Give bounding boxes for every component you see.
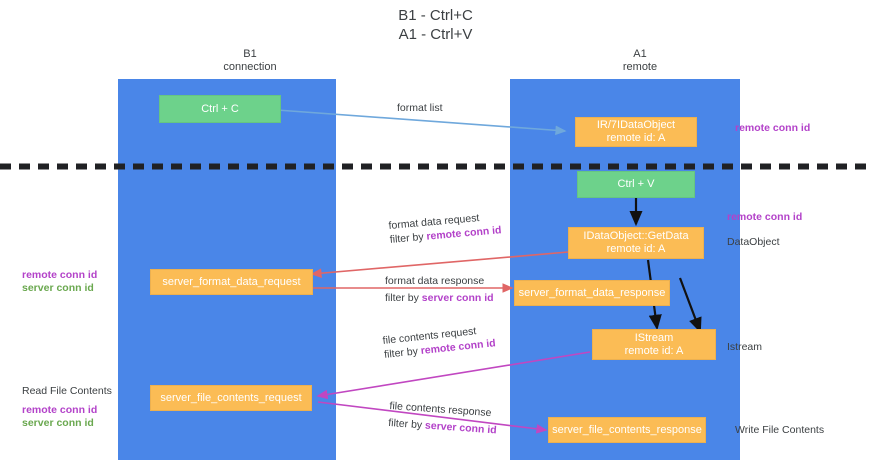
annotation-right-istream: Istream <box>727 341 763 353</box>
filter-prefix: filter by <box>385 292 422 304</box>
node-istream-line-1: IStream <box>634 331 674 344</box>
node-getdata-line-2: remote id: A <box>606 243 666 255</box>
edge-label-format-data-response: format data response filter by server co… <box>385 274 494 305</box>
annotation-left-server-conn-id-mid: server conn id <box>22 282 94 294</box>
annotation-right-write-file-contents: Write File Contents <box>735 424 825 436</box>
node-ctrl-v-label: Ctrl + V <box>617 178 655 190</box>
edge-label-format-list-text: format list <box>397 102 443 114</box>
filter-prefix: filter by <box>389 230 427 246</box>
node-ctrl-c[interactable]: Ctrl + C <box>159 95 281 123</box>
column-header-b1-role: connection <box>223 61 277 73</box>
node-server-format-data-response-label: server_format_data_response <box>518 286 666 299</box>
column-header-a1-name: A1 <box>633 48 647 60</box>
node-getdata-line-1: IDataObject::GetData <box>583 230 689 242</box>
annotation-right-dataobject: DataObject <box>727 236 780 248</box>
phase-divider <box>0 157 871 170</box>
filter-key: server conn id <box>421 292 494 304</box>
arrow-formatresponse-istream <box>678 277 702 334</box>
node-ctrl-c-label: Ctrl + C <box>201 102 239 115</box>
node-server-file-contents-response-label: server_file_contents_response <box>552 423 702 436</box>
title-line-1: B1 - Ctrl+C <box>398 7 473 24</box>
edge-label-format-data-response-text: format data response <box>385 275 485 287</box>
node-server-format-data-response[interactable]: server_format_data_response <box>514 280 670 306</box>
column-header-a1: A1 remote <box>530 48 750 74</box>
arrow-format-list <box>276 109 567 136</box>
annotation-right-remote-conn-id-top: remote conn id <box>735 122 811 134</box>
column-header-a1-role: remote <box>622 61 658 73</box>
node-server-format-data-request-label: server_format_data_request <box>162 275 301 288</box>
node-istream-line-2: remote id: A <box>624 344 684 357</box>
annotation-left-remote-conn-id-mid: remote conn id <box>22 269 98 281</box>
column-header-b1-name: B1 <box>243 48 257 60</box>
node-server-format-data-request[interactable]: server_format_data_request <box>150 269 313 295</box>
edge-label-format-list: format list <box>397 101 443 115</box>
node-idataobject[interactable]: IR/7IDataObject remote id: A <box>575 117 697 147</box>
filter-prefix: filter by <box>383 345 422 361</box>
arrow-file-contents-request <box>316 351 591 400</box>
diagram-title: B1 - Ctrl+C A1 - Ctrl+V <box>0 6 871 44</box>
node-idataobject-line-1: IR/7IDataObject <box>596 119 676 131</box>
node-istream[interactable]: IStream remote id: A <box>592 329 716 360</box>
annotation-right-remote-conn-id-mid: remote conn id <box>727 211 803 223</box>
node-server-file-contents-request-label: server_file_contents_request <box>160 391 302 404</box>
node-server-file-contents-response[interactable]: server_file_contents_response <box>548 417 706 443</box>
edge-label-format-data-response-filter: filter by server conn id <box>385 291 494 305</box>
arrow-file-contents-response <box>317 401 548 434</box>
annotation-left-server-conn-id-bottom: server conn id <box>22 417 94 429</box>
node-server-file-contents-request[interactable]: server_file_contents_request <box>150 385 312 411</box>
node-getdata[interactable]: IDataObject::GetData remote id: A <box>568 227 704 259</box>
annotation-left-remote-conn-id-bottom: remote conn id <box>22 404 98 416</box>
filter-prefix: filter by <box>387 416 426 432</box>
node-idataobject-line-2: remote id: A <box>606 132 666 144</box>
title-line-2: A1 - Ctrl+V <box>398 26 473 43</box>
node-ctrl-v[interactable]: Ctrl + V <box>577 171 695 198</box>
column-header-b1: B1 connection <box>140 48 360 74</box>
annotation-left-read-file-contents: Read File Contents <box>22 385 112 397</box>
arrow-format-data-request <box>310 251 569 278</box>
